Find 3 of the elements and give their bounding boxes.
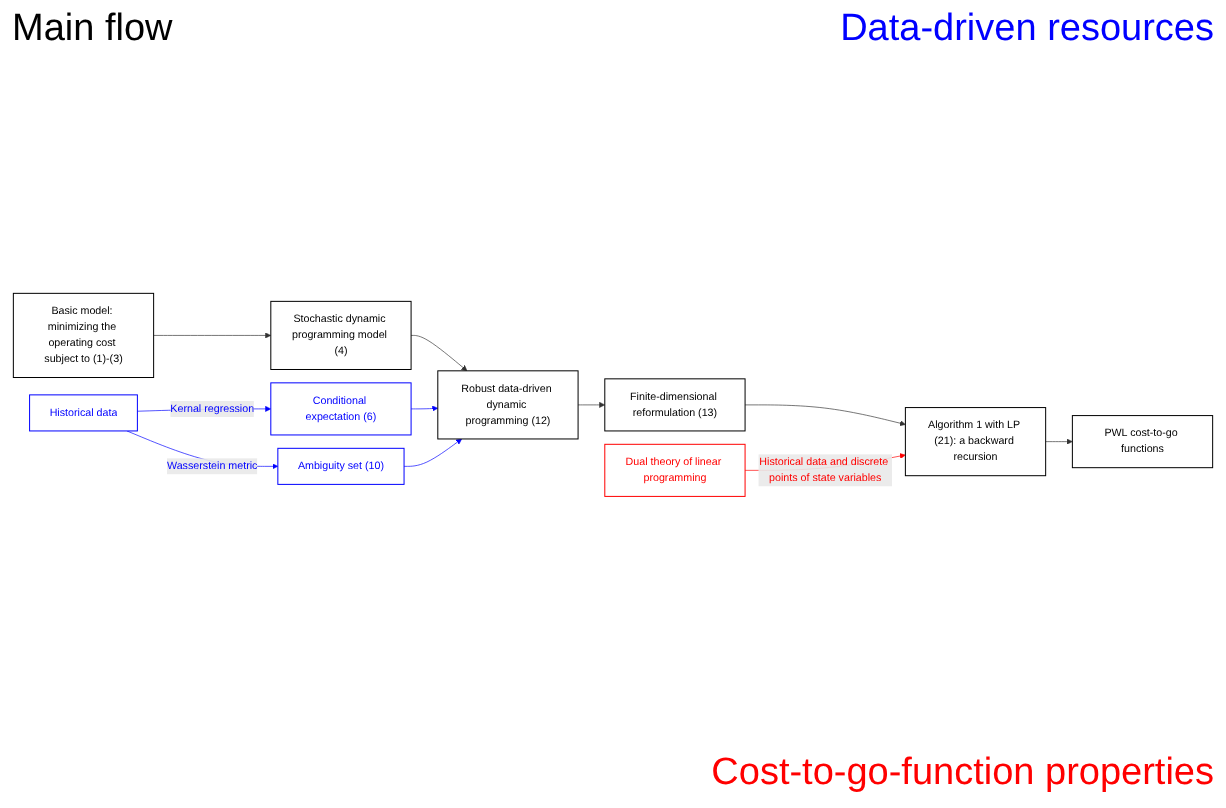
section-heading: Main flow <box>12 8 173 52</box>
section-heading: Cost-to-go-function properties <box>711 752 1214 796</box>
section-heading: Data-driven resources <box>840 8 1214 52</box>
